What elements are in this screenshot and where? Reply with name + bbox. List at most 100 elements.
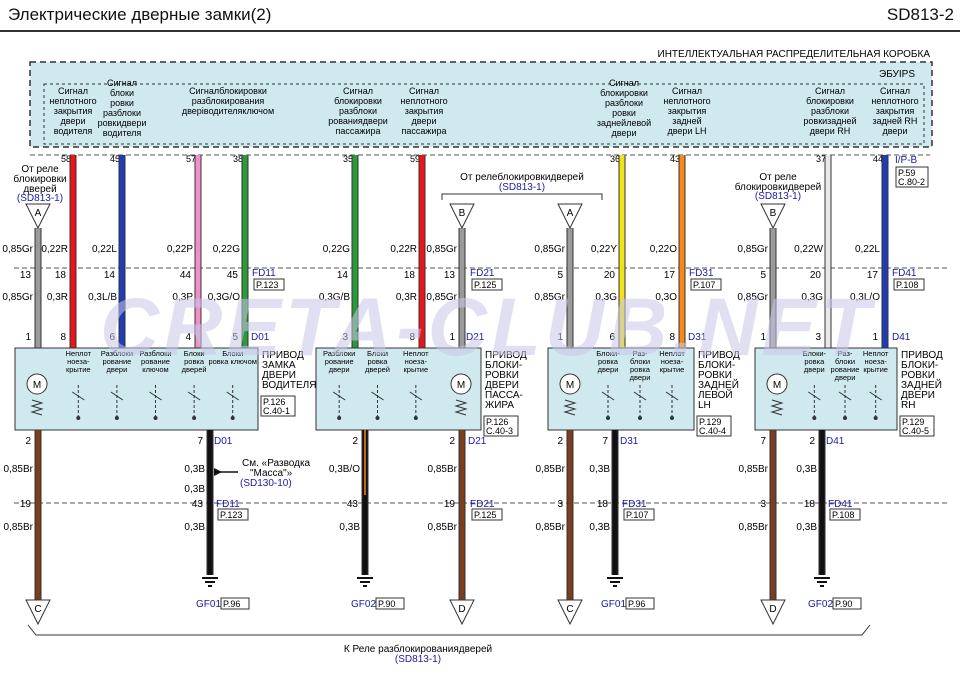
switch-label: Неплот <box>863 349 889 358</box>
wire-spec-upper: 0,3B <box>589 464 610 475</box>
ecu-signal-label: рованиядвери <box>328 116 388 126</box>
from-relay-mid-ref: (SD813-1) <box>499 182 545 193</box>
ecu-signal-label: закрытия <box>54 106 93 116</box>
page-ref: P.90 <box>835 599 852 609</box>
ecu-signal-label: Сигнал <box>58 86 88 96</box>
ecu-pin-number: 59 <box>410 154 420 164</box>
actuator-title: ПАССА- <box>485 390 523 401</box>
wire-spec-lower: 0,3L/B <box>88 292 117 303</box>
switch-node <box>114 416 119 420</box>
ecu-pin-number: 36 <box>610 154 620 164</box>
wire-spec-upper: 0,85Br <box>428 464 458 475</box>
ecu-signal-label: ровкизадней <box>803 116 856 126</box>
ecu-signal-label: закрытия <box>876 106 915 116</box>
page-ref: P.125 <box>474 510 496 520</box>
connector-label: D <box>769 604 776 615</box>
connector-code: FD31 <box>689 268 714 279</box>
connector-triangle <box>760 599 786 626</box>
switch-node <box>337 416 342 420</box>
wire-spec-lower: 0,3P <box>172 292 193 303</box>
connector-triangle <box>449 203 475 230</box>
actuator-pin: 4 <box>185 332 191 343</box>
inline-pin: 13 <box>444 270 456 281</box>
ecu-signal-label: водителя <box>103 128 142 138</box>
actuator-ref-page: P.129 <box>902 417 924 427</box>
actuator-pin: 7 <box>760 436 766 447</box>
page-ref: P.108 <box>896 280 918 290</box>
actuator-ref-page: P.126 <box>263 397 285 407</box>
switch-label: блоки <box>630 357 650 366</box>
inline-pin: 19 <box>20 499 32 510</box>
ecu-signal-label: закрытия <box>405 106 444 116</box>
switch-contact <box>110 391 124 401</box>
switch-label: Блоки- <box>803 349 827 358</box>
ecu-signal-label: Сигнал <box>343 86 373 96</box>
actuator-title: RH <box>901 400 915 411</box>
motor-icon <box>450 373 472 395</box>
inline-pin: 45 <box>227 270 239 281</box>
switch-contact <box>409 391 423 401</box>
ecu-signal-label: двери <box>412 116 437 126</box>
motor-label: M <box>33 380 41 391</box>
ecu-pin-number: 58 <box>61 154 71 164</box>
connector-code: FD31 <box>622 499 647 510</box>
inline-pin: 17 <box>664 270 676 281</box>
switch-label: Неплот <box>659 349 685 358</box>
from-relay-left-ref: (SD813-1) <box>17 193 63 204</box>
wire-spec-lower: 0,3R <box>396 292 417 303</box>
connector-code: D41 <box>826 436 845 447</box>
ecu-signal-label: разблоки <box>339 106 377 116</box>
switch-node <box>843 416 847 420</box>
inline-pin: 18 <box>55 270 67 281</box>
actuator-title: РОВКИ <box>485 370 519 381</box>
ecu-ref-sub: C.80-2 <box>898 177 925 187</box>
ecu-signal-label: двери RH <box>810 126 850 136</box>
actuator-title: ПРИВОД <box>698 350 740 361</box>
switch-label: крытие <box>404 365 429 374</box>
ecu-signal-label: задней RH <box>873 116 918 126</box>
switch-node <box>76 416 81 420</box>
actuator-ref-sub: C.40-1 <box>263 406 290 416</box>
connector-triangle <box>557 203 583 230</box>
actuator-pin: 8 <box>409 332 415 343</box>
switch-label: Разблоки <box>323 349 355 358</box>
page-ref-box <box>375 597 405 610</box>
page-ref: P.123 <box>220 510 242 520</box>
switch-label: рование <box>141 357 170 366</box>
switch-contact <box>332 391 346 401</box>
switch-label: рование <box>102 357 131 366</box>
actuator-title: ЗАДНЕЙ <box>901 378 942 391</box>
from-relay-mid: От релеблокировкидверей <box>460 171 584 183</box>
wire-spec-upper: 0,22R <box>41 244 68 255</box>
footer-ref: (SD813-1) <box>395 654 441 665</box>
wire-spec-upper: 0,85Gr <box>426 244 457 255</box>
ecu-signal-label: задней <box>672 116 701 126</box>
switch-label: ключом <box>142 365 168 374</box>
wire-spec-lower: 0,85Gr <box>534 292 565 303</box>
from-relay-left-2: блокировки <box>13 173 66 185</box>
inline-pin: 14 <box>104 270 116 281</box>
switch-label: двери <box>804 365 825 374</box>
motor-label: M <box>773 380 781 391</box>
page-ref: P.108 <box>832 510 854 520</box>
inline-pin: 18 <box>597 499 609 510</box>
ecu-inner-box <box>43 83 925 145</box>
switch-label: Блоки <box>222 349 243 358</box>
wire-spec-upper: 0,3B/O <box>329 464 360 475</box>
switch-label: крытие <box>863 365 888 374</box>
inline-pin: 18 <box>804 499 816 510</box>
page-ref-box <box>471 278 503 291</box>
switch-label: Неплот <box>66 349 92 358</box>
switch-contact <box>72 391 85 401</box>
wire-spec-upper: 0,22O <box>650 244 677 255</box>
from-relay-right-1: От реле <box>759 172 797 183</box>
connector-label: B <box>459 208 466 219</box>
wire-spec-extra: 0,3B <box>184 484 205 495</box>
page-ref-box <box>471 508 503 521</box>
wire-spec-upper: 0,85Br <box>4 464 34 475</box>
wire-spec-upper: 0,22L <box>92 244 117 255</box>
ecu-signal-label: разблоки <box>605 98 643 108</box>
from-relay-mid-bracket <box>441 193 603 200</box>
switch-label: двери <box>106 365 127 374</box>
switch-node <box>606 416 610 420</box>
